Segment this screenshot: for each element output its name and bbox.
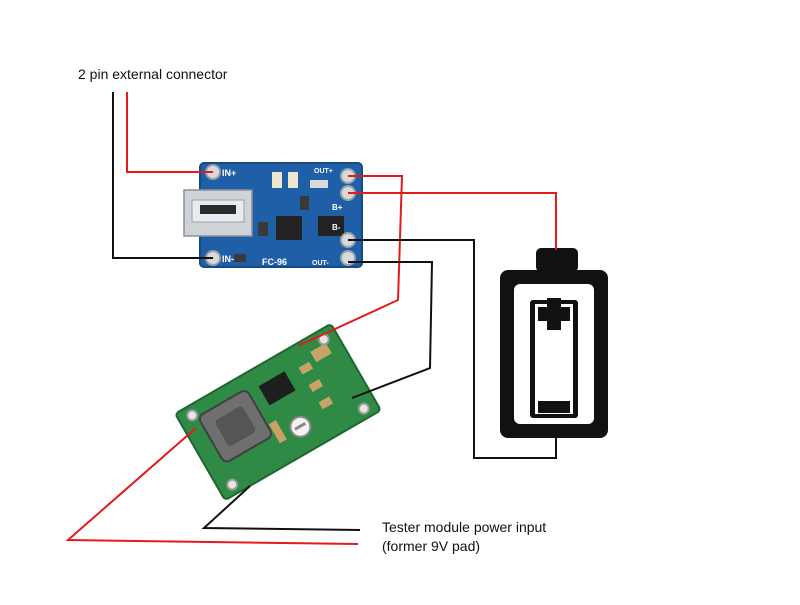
wire-connector-positive [126, 92, 213, 173]
converter-pad [226, 478, 239, 491]
wire-battery-positive [348, 192, 557, 250]
silk-b-minus: B- [332, 223, 341, 232]
wire-out-positive [297, 175, 404, 347]
silk-b-plus: B+ [332, 203, 343, 212]
wire-out-negative [348, 261, 434, 399]
converter-board [175, 324, 381, 500]
battery-terminal [536, 248, 578, 272]
smd-component [268, 420, 287, 444]
smd-component [258, 222, 268, 236]
tester-label-line2: (former 9V pad) [382, 538, 481, 554]
wire-tester-positive [65, 427, 359, 545]
silk-in-minus: IN- [222, 254, 234, 264]
silk-out-plus: OUT+ [314, 168, 333, 175]
battery [500, 248, 608, 438]
wire-battery-negative [348, 239, 557, 459]
usb-connector [183, 189, 253, 237]
silk-out-minus: OUT- [312, 260, 329, 267]
wire-tester-negative [201, 485, 361, 531]
battery-minus-icon [538, 401, 570, 413]
wire-connector-negative [112, 92, 213, 259]
charger-board: IN+ IN- OUT+ B+ B- OUT- FC-96 [183, 162, 363, 268]
smd-component [234, 254, 246, 262]
inductor-core [215, 406, 256, 446]
smd-component [308, 379, 324, 392]
connector-label: 2 pin external connector [78, 66, 228, 82]
smd-component [272, 172, 282, 188]
battery-plus-icon-bar [538, 307, 570, 321]
smd-component [318, 396, 334, 410]
tester-label-line1: Tester module power input [382, 519, 547, 535]
converter-pad [357, 402, 370, 415]
silk-model: FC-96 [262, 257, 287, 267]
converter-pad [186, 409, 199, 422]
converter-chip [258, 371, 296, 406]
smd-component [298, 361, 314, 375]
smd-component [310, 180, 328, 188]
smd-component [310, 342, 332, 363]
smd-component [300, 196, 309, 210]
smd-component [288, 172, 298, 188]
trim-slot [294, 422, 307, 431]
charger-chip [276, 216, 302, 240]
silk-in-plus: IN+ [222, 168, 236, 178]
protection-chip [318, 216, 344, 236]
wires [65, 92, 557, 545]
